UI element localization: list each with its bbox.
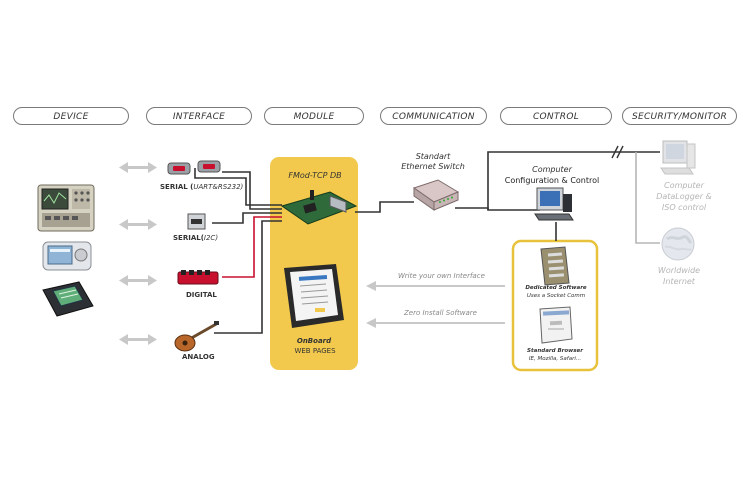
wire-analog [214,220,282,334]
label-digital: DIGITAL [186,291,217,299]
wire-serial-uart-b [222,171,282,210]
label-dedicated-sub: Uses a Socket Comm [526,293,586,299]
label-zero-install: Zero Install Software [404,309,477,317]
label-datalogger: Computer DataLogger & ISO control [656,181,712,212]
arrow-zero-install [366,318,505,328]
label-ethernet-switch: Standart Ethernet Switch [401,152,465,171]
label-analog: ANALOG [182,353,215,361]
wire-network-backbone [487,151,660,210]
device-arrow-digital [119,275,157,286]
label-serial-i2c: SERIAL(I2C) [173,234,219,242]
header-communication: COMMUNICATION [380,107,487,125]
control-software-panel [511,239,599,372]
wire-switch-computer [455,207,540,211]
label-control-computer: Computer Configuration & Control [504,165,600,185]
wire-serial-i2c [212,212,282,224]
label-dedicated-software: Dedicated Software [525,285,587,291]
device-arrow-i2c [119,219,157,230]
label-module-board: FMod-TCP DB [288,171,342,180]
header-device: DEVICE [13,107,129,125]
wire-serial-uart-a [194,168,282,206]
label-web-pages: WEB PAGES [294,347,336,355]
header-security-monitor: SECURITY/MONITOR [622,107,737,125]
device-arrow-serial [119,162,157,173]
header-interface: INTERFACE [146,107,252,125]
wire-module-switch [355,201,414,213]
label-standard-browser: Standard Browser [527,348,583,354]
label-worldwide-internet: Worldwide Internet [657,266,701,286]
arrow-write-interface [366,281,505,291]
device-arrow-analog [119,334,157,345]
wire-digital [222,216,282,278]
label-write-interface: Write your own Interface [398,272,485,280]
label-serial-uart: SERIAL (UART&RS232) [160,183,244,191]
wire-security [635,152,660,244]
label-onboard: OnBoard [296,337,332,345]
label-browser-sub: IE, Mozilla, Safari... [528,356,582,362]
header-control: CONTROL [500,107,612,125]
header-module: MODULE [264,107,364,125]
